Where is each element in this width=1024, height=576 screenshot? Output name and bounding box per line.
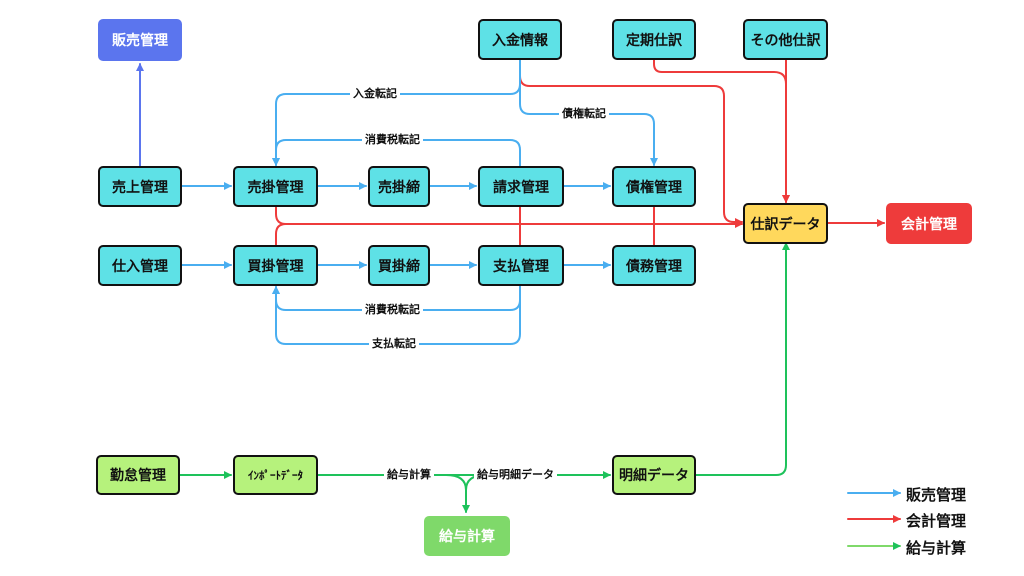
- legend-label-payroll: 給与計算: [906, 539, 967, 557]
- node-import: ｲﾝﾎﾟｰﾄﾃﾞｰﾀ: [233, 455, 318, 495]
- edge-nyukin-urikake: [272, 59, 521, 166]
- label-nyukin-tenki: 入金転記: [350, 87, 400, 101]
- node-seikyu: 請求管理: [478, 166, 564, 207]
- node-nyukin: 入金情報: [478, 19, 562, 60]
- label-shohizei-tenki-bottom: 消費税転記: [362, 303, 423, 317]
- node-shiharai: 支払管理: [478, 245, 564, 286]
- edge-nyukin-saiken: [519, 83, 658, 166]
- edge-branch-kyuyo: [445, 474, 470, 513]
- node-saimu: 債務管理: [612, 245, 696, 286]
- node-shiwake: 仕訳データ: [743, 203, 828, 244]
- node-meisai: 明細データ: [612, 455, 696, 495]
- edge-kaikake-shiwake: [275, 223, 287, 246]
- legend-label-sales: 販売管理: [906, 486, 967, 504]
- node-urikakeshime: 売掛締: [368, 166, 430, 207]
- label-shiharai-tenki: 支払転記: [369, 337, 419, 351]
- node-kaikake: 買掛管理: [233, 245, 318, 286]
- node-saiken: 債権管理: [612, 166, 696, 207]
- node-shiire: 仕入管理: [98, 245, 182, 286]
- node-urikake: 売掛管理: [233, 166, 318, 207]
- label-kyuyo-keisan: 給与計算: [384, 468, 434, 482]
- edge-nyukin-shiwake: [519, 59, 743, 226]
- node-hanbai: 販売管理: [98, 19, 182, 61]
- label-saiken-tenki: 債権転記: [559, 107, 609, 121]
- node-sonota: その他仕訳: [743, 19, 828, 60]
- edge-urikake-shiwake: [275, 206, 743, 228]
- node-kintai: 勤怠管理: [96, 455, 180, 495]
- node-uriage: 売上管理: [98, 166, 182, 207]
- node-teiki: 定期仕訳: [612, 19, 696, 60]
- legend-label-accounting: 会計管理: [906, 512, 967, 530]
- node-kyuyo: 給与計算: [424, 516, 510, 556]
- edge-meisai-shiwake: [695, 242, 790, 476]
- label-shohizei-tenki-top: 消費税転記: [362, 133, 423, 147]
- node-kaikakeshime: 買掛締: [368, 245, 430, 286]
- node-kaikei: 会計管理: [886, 203, 972, 244]
- label-kyuyo-meisai: 給与明細データ: [474, 468, 557, 482]
